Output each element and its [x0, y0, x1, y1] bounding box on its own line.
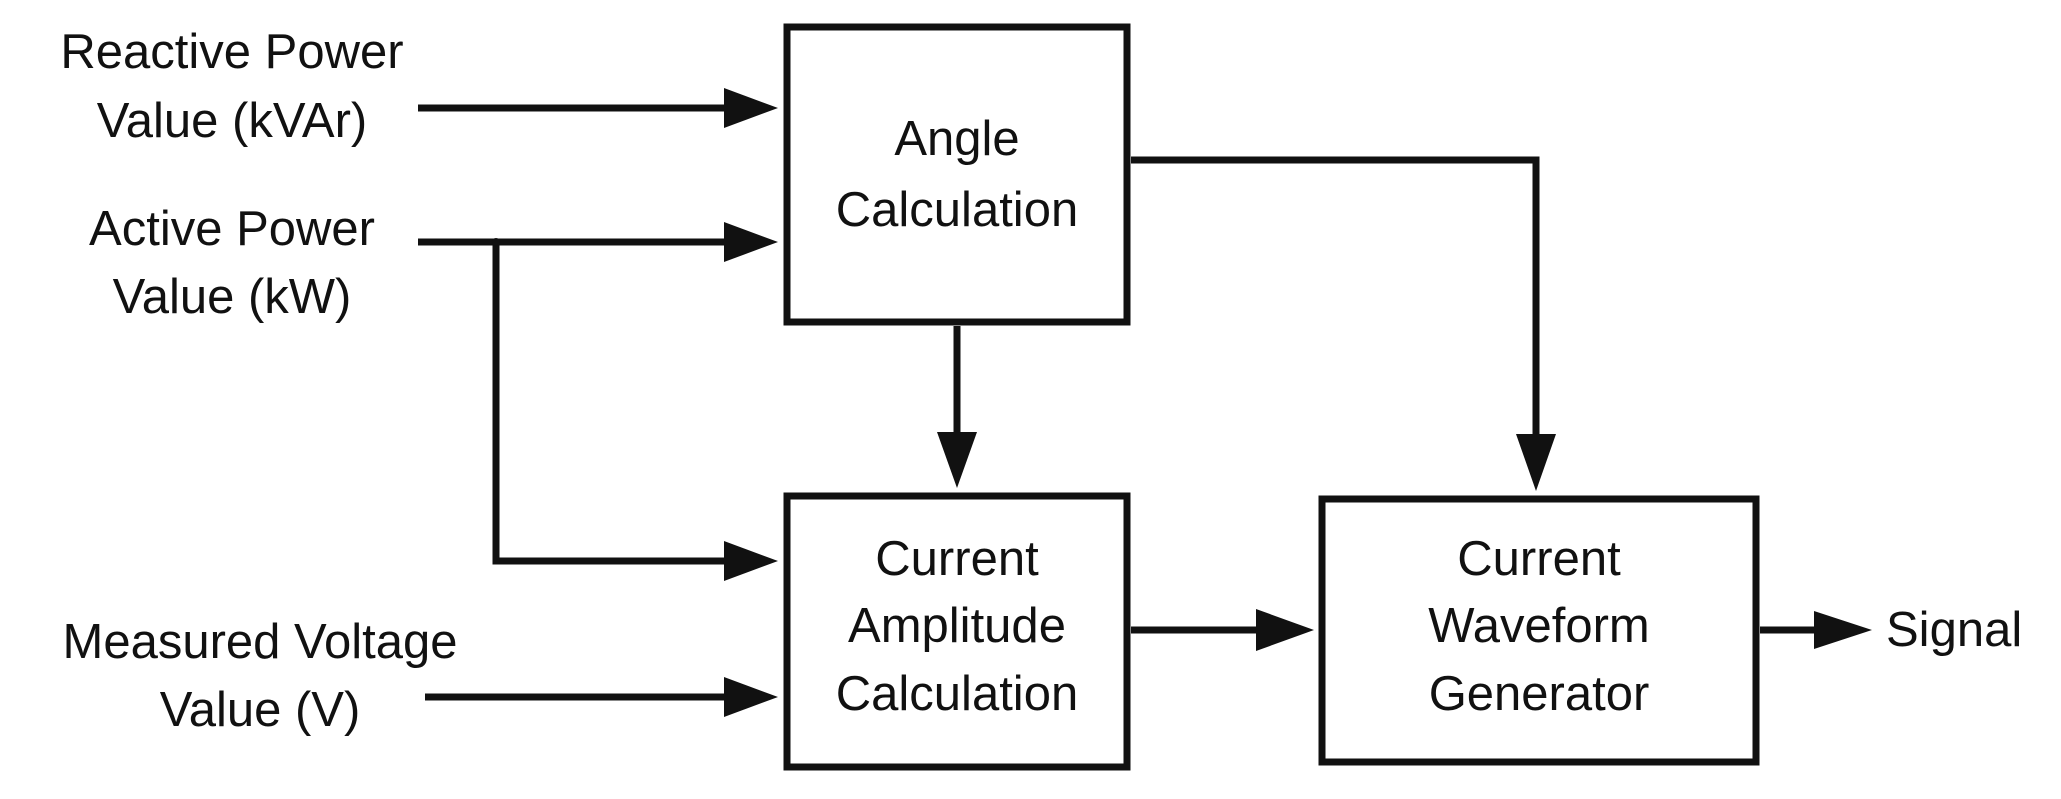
current-waveform-line3: Generator [1429, 667, 1650, 721]
arrowhead-icon [1516, 434, 1556, 491]
angle-calculation-line1: Angle [894, 112, 1019, 166]
angle-calculation-block: Angle Calculation [783, 23, 1131, 326]
arrow-angle-to-waveform [1131, 156, 1556, 491]
reactive-power-line2: Value (kVAr) [97, 94, 367, 148]
measured-voltage-line2: Value (V) [160, 683, 361, 737]
arrow-amplitude-to-waveform [1131, 609, 1314, 651]
current-amplitude-calculation-block: Current Amplitude Calculation [783, 492, 1131, 771]
arrowhead-icon [724, 88, 778, 128]
arrow-voltage-to-amplitude [425, 677, 778, 717]
arrow-angle-to-amplitude [937, 326, 977, 488]
input-measured-voltage-label: Measured Voltage Value (V) [63, 615, 458, 737]
active-power-line1: Active Power [89, 202, 375, 256]
active-power-line2: Value (kW) [113, 270, 352, 324]
arrowhead-icon [724, 541, 778, 581]
input-reactive-power-label: Reactive Power Value (kVAr) [60, 25, 403, 148]
arrow-active-power-to-amplitude [492, 238, 778, 581]
current-waveform-line1: Current [1457, 532, 1621, 586]
reactive-power-line1: Reactive Power [60, 25, 403, 79]
arrowhead-icon [1814, 611, 1872, 649]
current-waveform-generator-block: Current Waveform Generator [1318, 495, 1760, 766]
current-amplitude-line3: Calculation [836, 667, 1078, 721]
arrowhead-icon [724, 677, 778, 717]
arrow-waveform-to-signal [1760, 611, 1872, 649]
arrow-active-power-to-angle [418, 222, 778, 262]
measured-voltage-line1: Measured Voltage [63, 615, 458, 669]
current-amplitude-line1: Current [875, 532, 1039, 586]
output-signal-label: Signal [1886, 603, 2022, 657]
current-amplitude-line2: Amplitude [848, 599, 1066, 653]
current-waveform-line2: Waveform [1428, 599, 1649, 653]
angle-calculation-line2: Calculation [836, 183, 1078, 237]
arrowhead-icon [724, 222, 778, 262]
arrowhead-icon [1256, 609, 1314, 651]
input-active-power-label: Active Power Value (kW) [89, 202, 375, 324]
arrowhead-icon [937, 432, 977, 488]
arrow-reactive-power-to-angle [418, 88, 778, 128]
